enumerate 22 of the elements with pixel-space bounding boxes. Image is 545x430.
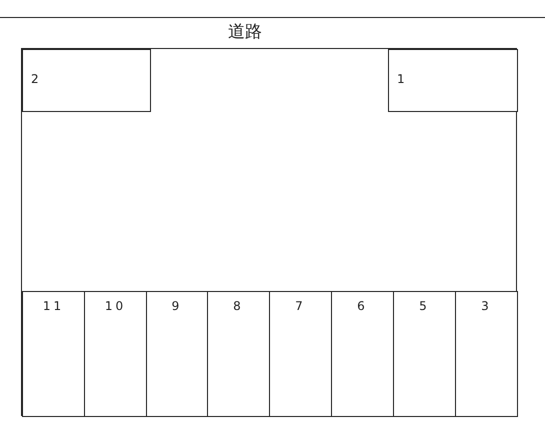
space-number: 2 (31, 72, 39, 86)
parking-space (207, 291, 270, 417)
space-number: 11 (42, 299, 66, 313)
space-number: 7 (294, 299, 307, 313)
parking-space (393, 291, 456, 417)
parking-space (455, 291, 518, 417)
parking-space (269, 291, 332, 417)
parking-lot-outline (21, 48, 517, 416)
parking-space (22, 49, 151, 112)
space-number: 10 (104, 299, 128, 313)
space-number: 8 (232, 299, 245, 313)
space-number: 6 (356, 299, 369, 313)
road-label: 道路 (228, 22, 262, 42)
space-number: 3 (480, 299, 493, 313)
space-number: 1 (397, 72, 405, 86)
parking-space (331, 291, 394, 417)
parking-space (84, 291, 147, 417)
space-number: 5 (418, 299, 431, 313)
space-number: 9 (170, 299, 184, 313)
parking-space (388, 49, 518, 112)
parking-space (22, 291, 85, 417)
parking-space (146, 291, 208, 417)
